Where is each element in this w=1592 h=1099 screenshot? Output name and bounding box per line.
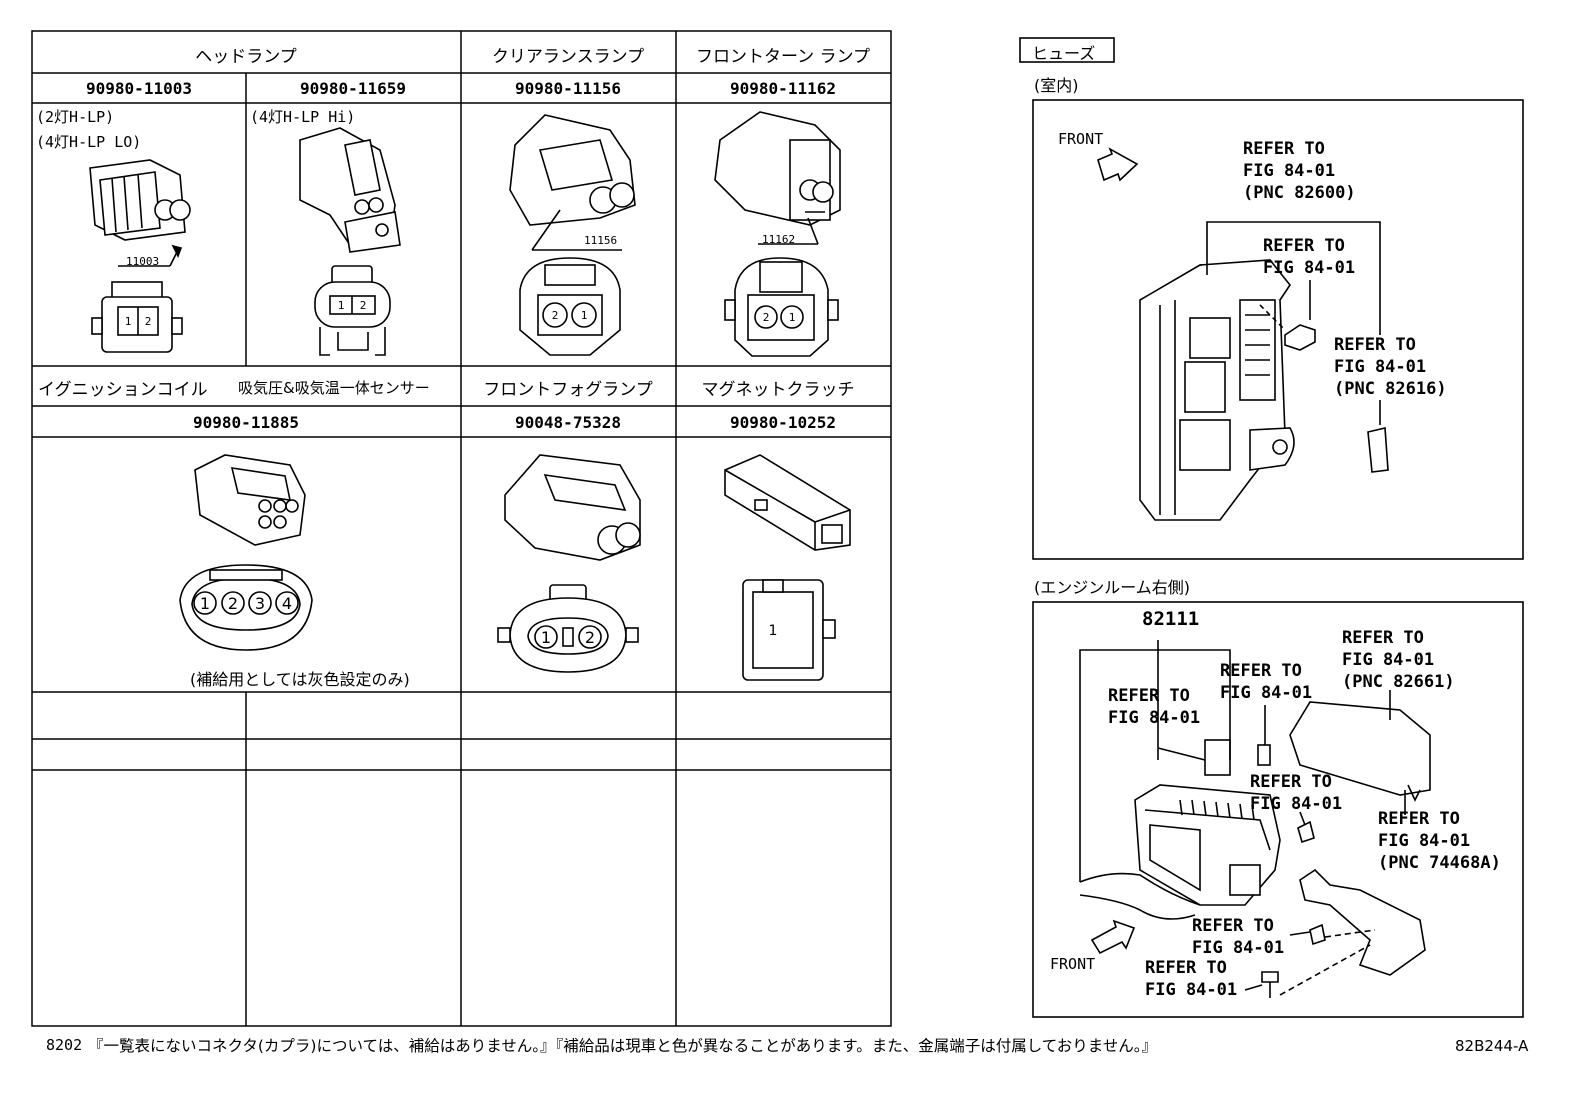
engine-room-label: (エンジンルーム右側) <box>1034 578 1191 597</box>
part-number: 90980-11659 <box>300 79 406 98</box>
pin-label: 2 <box>360 299 367 312</box>
interior-label: (室内) <box>1034 76 1079 95</box>
callout-label: 11162 <box>762 233 796 246</box>
magnet-clutch-face-icon <box>742 579 836 681</box>
header-ignition-coil: イグニッションコイル <box>38 380 208 400</box>
gray-only-note: (補給用としては灰色設定のみ) <box>190 670 410 689</box>
pin-label: 4 <box>282 594 292 613</box>
relay-icon <box>1367 427 1389 473</box>
refer-callout: REFER TO FIG 84-01 <box>1263 236 1356 278</box>
headlamp-2lamp-note: (2灯H-LP) <box>36 108 115 126</box>
fuse-part-number: 82111 <box>1142 608 1200 630</box>
engine-cover-icon <box>1289 701 1431 796</box>
small-fuse-icon <box>1257 744 1271 766</box>
refer-callout: REFER TO FIG 84-01 (PNC 82600) <box>1243 139 1356 203</box>
header-clearance-lamp: クリアランスランプ <box>491 47 645 67</box>
headlamp-4lamp-lo-note: (4灯H-LP LO) <box>36 133 142 151</box>
engine-relay-block-icon <box>1134 784 1281 906</box>
page-number: 8202 <box>46 1036 83 1054</box>
connector-11156-face-icon <box>519 257 621 356</box>
pin-label: 2 <box>763 311 770 324</box>
connector-11162-face-icon <box>724 257 839 357</box>
refer-callout: REFER TO FIG 84-01 <box>1145 958 1238 1000</box>
connector-11162-icon <box>714 111 841 226</box>
pin-label: 2 <box>585 628 595 647</box>
part-number: 90980-11162 <box>730 79 836 98</box>
pin-label: 1 <box>125 315 132 328</box>
fog-lamp-face-icon <box>497 584 639 673</box>
clip-icon <box>1261 971 1279 983</box>
interior-junction-block-icon <box>1139 259 1295 521</box>
pin-label: 1 <box>338 299 345 312</box>
pin-label: 1 <box>200 594 210 613</box>
pin-label: 2 <box>145 315 152 328</box>
pin-label: 2 <box>552 309 559 322</box>
part-number: 90980-11003 <box>86 79 192 98</box>
connector-11659-face-icon <box>314 265 391 356</box>
refer-callout: REFER TO FIG 84-01 (PNC 82661) <box>1342 628 1455 692</box>
header-front-fog-lamp: フロントフォグランプ <box>483 380 653 400</box>
magnet-clutch-connector-icon <box>724 454 851 551</box>
pin-label: 1 <box>769 623 778 639</box>
header-headlamp: ヘッドランプ <box>195 47 297 67</box>
bolt-icon <box>1297 820 1315 844</box>
refer-callout: REFER TO FIG 84-01 <box>1108 686 1201 728</box>
footer-note: 『一覧表にないコネクタ(カプラ)については、補給はありません。』『補給品は現車と… <box>88 1037 1158 1055</box>
ignition-coil-connector-icon <box>194 454 306 546</box>
diagram-code: 82B244-A <box>1455 1037 1529 1055</box>
front-arrow-icon <box>1097 147 1139 182</box>
part-number: 90048-75328 <box>515 413 621 432</box>
small-fuse-icon <box>1204 739 1231 776</box>
part-number: 90980-11885 <box>193 413 299 432</box>
connector-11003-icon <box>89 159 191 241</box>
callout-label: 11003 <box>126 255 160 268</box>
fuse-title: ヒューズ <box>1032 44 1096 63</box>
headlamp-4lamp-hi-note: (4灯H-LP Hi) <box>250 108 356 126</box>
pin-label: 1 <box>581 309 588 322</box>
engine-fuse-panel-frame <box>1032 601 1524 1018</box>
refer-callout: REFER TO FIG 84-01 <box>1220 661 1313 703</box>
header-front-turn-lamp: フロントターン ランプ <box>695 47 871 67</box>
bolt-icon <box>1309 923 1326 946</box>
small-fuse-icon <box>1284 324 1316 351</box>
refer-callout: REFER TO FIG 84-01 <box>1192 916 1285 958</box>
pin-label: 1 <box>541 628 551 647</box>
fog-lamp-connector-icon <box>504 454 641 561</box>
refer-callout: REFER TO FIG 84-01 (PNC 82616) <box>1334 335 1447 399</box>
pin-label: 1 <box>789 311 796 324</box>
ignition-coil-face-icon <box>179 564 313 651</box>
pin-label: 2 <box>228 594 238 613</box>
interior-fuse-panel-frame <box>1032 99 1524 560</box>
front-direction-label: FRONT <box>1050 955 1096 973</box>
front-direction-label: FRONT <box>1058 130 1104 148</box>
refer-callout: REFER TO FIG 84-01 (PNC 74468A) <box>1378 809 1501 873</box>
connector-11003-face-icon <box>91 281 183 353</box>
refer-callout: REFER TO FIG 84-01 <box>1250 772 1343 814</box>
callout-label: 11156 <box>584 234 618 247</box>
pin-label: 3 <box>255 594 265 613</box>
connector-11659-icon <box>299 127 401 253</box>
front-arrow-icon <box>1090 919 1136 955</box>
part-number: 90980-10252 <box>730 413 836 432</box>
part-number: 90980-11156 <box>515 79 621 98</box>
connector-11156-icon <box>509 114 636 226</box>
header-intake-sensor: 吸気圧&吸気温一体センサー <box>238 379 430 397</box>
bracket-icon <box>1299 868 1426 976</box>
fuse-title-box <box>1019 37 1115 63</box>
header-magnet-clutch: マグネットクラッチ <box>701 380 855 400</box>
